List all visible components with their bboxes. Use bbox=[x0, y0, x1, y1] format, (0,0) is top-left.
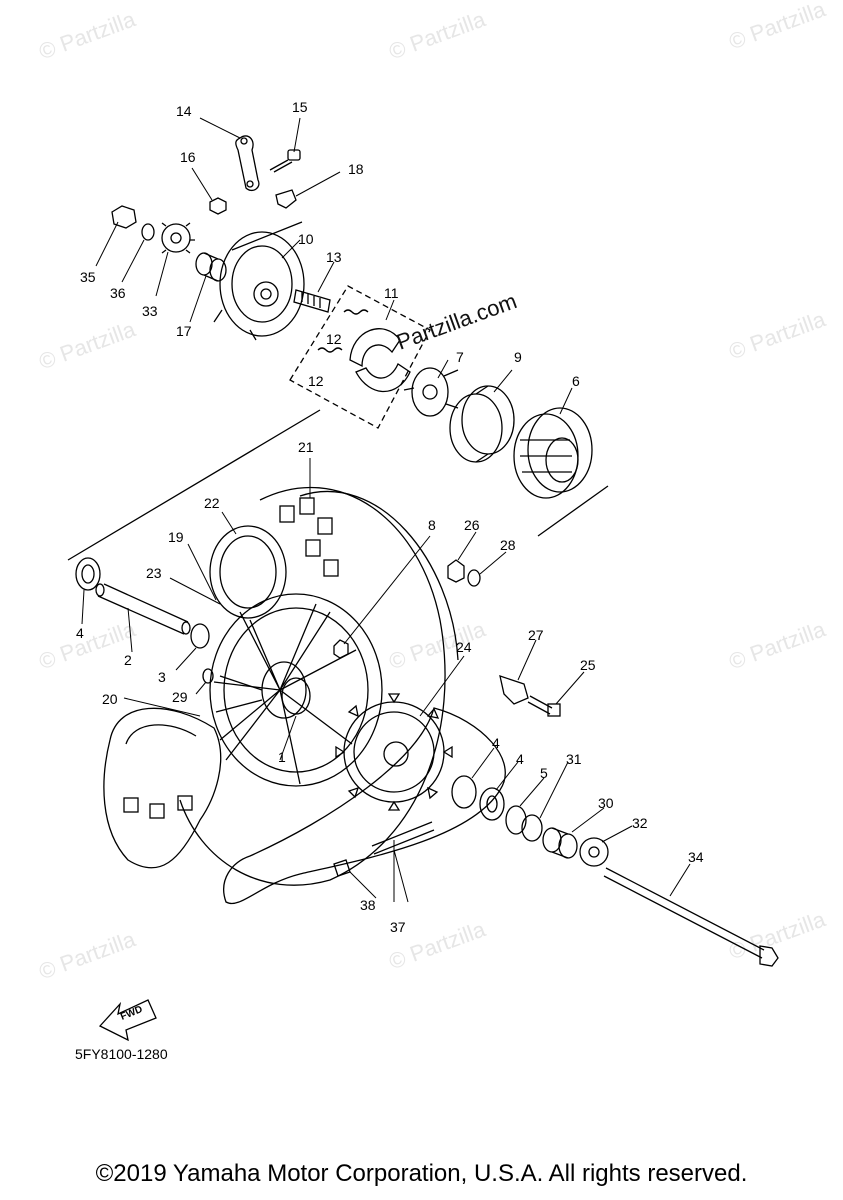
callout-label: 36 bbox=[110, 285, 126, 301]
callout-label: 18 bbox=[348, 161, 364, 177]
callout-label: 21 bbox=[298, 439, 314, 455]
callout-label: 26 bbox=[464, 517, 480, 533]
indicator-plate bbox=[275, 189, 297, 209]
spokes bbox=[213, 603, 357, 785]
brake-cam-lever bbox=[235, 135, 260, 192]
bolt-15 bbox=[269, 149, 301, 173]
callout-label: 31 bbox=[566, 751, 582, 767]
nut-8 bbox=[333, 639, 349, 659]
rim-band bbox=[209, 525, 287, 619]
nut-16 bbox=[209, 197, 227, 215]
hub-drum bbox=[513, 407, 593, 499]
callout-label: 27 bbox=[528, 627, 544, 643]
bearing-4 bbox=[451, 775, 477, 809]
callout-label: 15 bbox=[292, 99, 308, 115]
diagram-code: 5FY8100-1280 bbox=[75, 1046, 168, 1062]
callout-label: 37 bbox=[390, 919, 406, 935]
callout-label: 13 bbox=[326, 249, 342, 265]
callout-label: 4 bbox=[76, 625, 84, 641]
callout-label: 10 bbox=[298, 231, 314, 247]
collar-17 bbox=[195, 252, 227, 282]
hub bbox=[215, 661, 311, 719]
callout-label: 22 bbox=[204, 495, 220, 511]
tire-front bbox=[103, 707, 222, 869]
callout-label: 9 bbox=[514, 349, 522, 365]
callout-label: 29 bbox=[172, 689, 188, 705]
callout-label: 28 bbox=[500, 537, 516, 553]
bolt-25 bbox=[527, 695, 561, 717]
tire bbox=[179, 486, 446, 886]
callout-label: 8 bbox=[428, 517, 436, 533]
brake-shoe-plate bbox=[213, 231, 305, 341]
callout-label: 38 bbox=[360, 897, 376, 913]
callout-label: 16 bbox=[180, 149, 196, 165]
callout-label: 24 bbox=[456, 639, 472, 655]
collar-30 bbox=[542, 827, 578, 859]
callout-label: 19 bbox=[168, 529, 184, 545]
callout-label: 12 bbox=[308, 373, 324, 389]
callout-label: 6 bbox=[572, 373, 580, 389]
callout-label: 20 bbox=[102, 691, 118, 707]
sprocket bbox=[335, 693, 453, 811]
nut-26 bbox=[447, 559, 465, 583]
chain-puller bbox=[499, 675, 529, 705]
axle bbox=[603, 867, 779, 967]
spring-12 bbox=[317, 347, 343, 353]
callout-label: 1 bbox=[278, 749, 286, 765]
callout-label: 14 bbox=[176, 103, 192, 119]
callout-label: 11 bbox=[384, 285, 399, 301]
chain-link bbox=[371, 821, 435, 855]
spacer-2 bbox=[95, 583, 191, 635]
callout-label: 3 bbox=[158, 669, 166, 685]
callout-label: 17 bbox=[176, 323, 192, 339]
collar-32 bbox=[579, 837, 609, 867]
callout-label: 33 bbox=[142, 303, 158, 319]
camshaft bbox=[293, 289, 331, 313]
brake-drum-liner bbox=[449, 385, 515, 463]
oil-seal bbox=[505, 805, 527, 835]
drive-chain bbox=[223, 707, 506, 905]
callout-label: 34 bbox=[688, 849, 704, 865]
callout-label: 23 bbox=[146, 565, 162, 581]
bracket-7 bbox=[403, 367, 459, 417]
callout-label: 25 bbox=[580, 657, 596, 673]
nut-35 bbox=[111, 205, 137, 229]
callout-label: 4 bbox=[516, 751, 524, 767]
assembly-outline bbox=[67, 221, 609, 561]
callout-label: 2 bbox=[124, 652, 132, 668]
brake-shoe-kit-box bbox=[289, 285, 431, 429]
collar-33 bbox=[161, 222, 195, 254]
fwd-arrow bbox=[98, 999, 157, 1042]
callout-label: 12 bbox=[326, 331, 342, 347]
callout-label: 35 bbox=[80, 269, 96, 285]
brake-shoe bbox=[349, 328, 411, 393]
collar-31 bbox=[521, 814, 543, 842]
brand-watermark: Partzilla.com bbox=[393, 288, 520, 355]
washer-36 bbox=[141, 223, 155, 241]
callout-label: 32 bbox=[632, 815, 648, 831]
callout-label: 5 bbox=[540, 765, 548, 781]
callout-label: 4 bbox=[492, 735, 500, 751]
callout-label: 30 bbox=[598, 795, 614, 811]
collar-3 bbox=[190, 623, 210, 649]
callout-labels: 1 2 3 4 4 4 5 6 7 8 9 10 11 12 12 13 14 … bbox=[76, 99, 704, 935]
copyright-notice: ©2019 Yamaha Motor Corporation, U.S.A. A… bbox=[95, 1160, 748, 1187]
bearing-4 bbox=[479, 787, 505, 821]
spring-12 bbox=[343, 309, 369, 315]
callout-label: 7 bbox=[456, 349, 464, 365]
nipple-29 bbox=[202, 668, 214, 684]
rim bbox=[209, 593, 383, 787]
bearing-4 bbox=[75, 557, 101, 591]
washer-28 bbox=[467, 569, 481, 587]
